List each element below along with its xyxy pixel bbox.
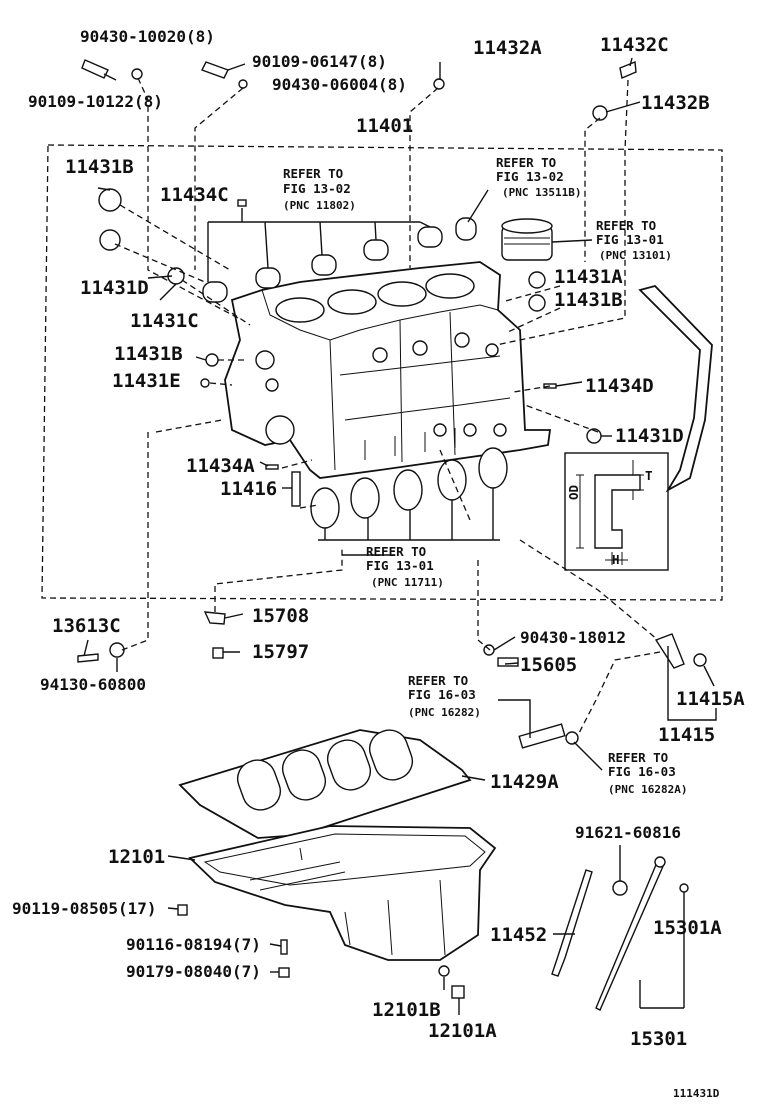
svg-text:FIG 13-01: FIG 13-01 [366, 558, 434, 573]
label-11434C: 11434C [160, 184, 229, 206]
svg-text:(PNC 11802): (PNC 11802) [283, 199, 356, 212]
svg-text:(PNC 13101): (PNC 13101) [599, 249, 672, 262]
part-labels: 90430-10020(8) 90109-10122(8) 90109-0614… [12, 27, 745, 1100]
svg-text:REFER TO: REFER TO [283, 166, 343, 181]
label-11434A: 11434A [186, 455, 255, 477]
oil-pan[interactable] [188, 825, 497, 961]
label-15301: 15301 [630, 1028, 687, 1050]
label-11431D-1: 11431D [80, 277, 149, 299]
cam-bearing-shells[interactable] [202, 226, 443, 303]
bearing-dimension-inset [564, 452, 669, 571]
label-11401: 11401 [356, 115, 413, 137]
label-15605: 15605 [520, 654, 577, 676]
dipstick-guide[interactable] [638, 284, 713, 493]
label-12101A: 12101A [428, 1020, 497, 1042]
inset-label-t: T [645, 468, 653, 483]
cylinder-block[interactable] [224, 261, 552, 479]
inset-label-od: OD [566, 485, 581, 500]
label-12101: 12101 [108, 846, 165, 868]
svg-text:REFER TO: REFER TO [608, 750, 668, 765]
label-90430-06004: 90430-06004(8) [272, 75, 407, 94]
label-90119-08505: 90119-08505(17) [12, 899, 157, 918]
svg-text:FIG 13-02: FIG 13-02 [283, 181, 351, 196]
label-11431B-1: 11431B [65, 156, 134, 178]
label-11416: 11416 [220, 478, 277, 500]
label-11431B-2: 11431B [114, 343, 183, 365]
label-11432B: 11432B [641, 92, 710, 114]
label-90109-10122: 90109-10122(8) [28, 92, 163, 111]
label-11431E: 11431E [112, 370, 181, 392]
svg-text:REFER TO: REFER TO [366, 544, 426, 559]
label-90116-08194: 90116-08194(7) [126, 935, 261, 954]
label-11431D-2: 11431D [615, 425, 684, 447]
svg-text:FIG 16-03: FIG 16-03 [608, 764, 676, 779]
reference-notes: REFER TO FIG 13-02 (PNC 11802) REFER TO … [283, 155, 687, 796]
label-11452: 11452 [490, 924, 547, 946]
svg-text:REFER TO: REFER TO [408, 673, 468, 688]
svg-text:FIG 13-01: FIG 13-01 [596, 232, 664, 247]
svg-text:(PNC 13511B): (PNC 13511B) [502, 186, 581, 199]
main-bearing-shells[interactable] [310, 447, 508, 529]
label-90109-06147: 90109-06147(8) [252, 52, 387, 71]
dipstick-parts[interactable] [551, 856, 666, 1011]
svg-text:(PNC 16282A): (PNC 16282A) [608, 783, 687, 796]
svg-text:(PNC 11711): (PNC 11711) [371, 576, 444, 589]
cylinder-block-assembly-boundary [41, 144, 723, 601]
label-11431B-3: 11431B [554, 289, 623, 311]
svg-text:REFER TO: REFER TO [496, 155, 556, 170]
svg-text:FIG 13-02: FIG 13-02 [496, 169, 564, 184]
label-11429A: 11429A [490, 771, 559, 793]
svg-text:FIG 16-03: FIG 16-03 [408, 687, 476, 702]
footer-code: 111431D [673, 1087, 720, 1100]
oil-pan-gasket[interactable] [178, 725, 472, 839]
label-11431A: 11431A [554, 266, 623, 288]
label-90179-08040: 90179-08040(7) [126, 962, 261, 981]
label-11432C: 11432C [600, 34, 669, 56]
label-90430-10020: 90430-10020(8) [80, 27, 215, 46]
inset-label-h: H [612, 552, 620, 567]
label-15797: 15797 [252, 641, 309, 663]
label-11415: 11415 [658, 724, 715, 746]
svg-text:(PNC 16282): (PNC 16282) [408, 706, 481, 719]
label-11415A: 11415A [676, 688, 745, 710]
small-parts[interactable] [77, 59, 707, 999]
label-15708: 15708 [252, 605, 309, 627]
label-12101B: 12101B [372, 999, 441, 1021]
svg-text:REFER TO: REFER TO [596, 218, 656, 233]
label-94130-60800: 94130-60800 [40, 675, 146, 694]
label-11431C: 11431C [130, 310, 199, 332]
label-11432A: 11432A [473, 37, 542, 59]
label-15301A: 15301A [653, 917, 722, 939]
label-11434D: 11434D [585, 375, 654, 397]
label-90430-18012: 90430-18012 [520, 628, 626, 647]
label-13613C: 13613C [52, 615, 121, 637]
piston-reference [501, 218, 553, 261]
leader-lines [83, 57, 717, 1015]
label-91621-60816: 91621-60816 [575, 823, 681, 842]
